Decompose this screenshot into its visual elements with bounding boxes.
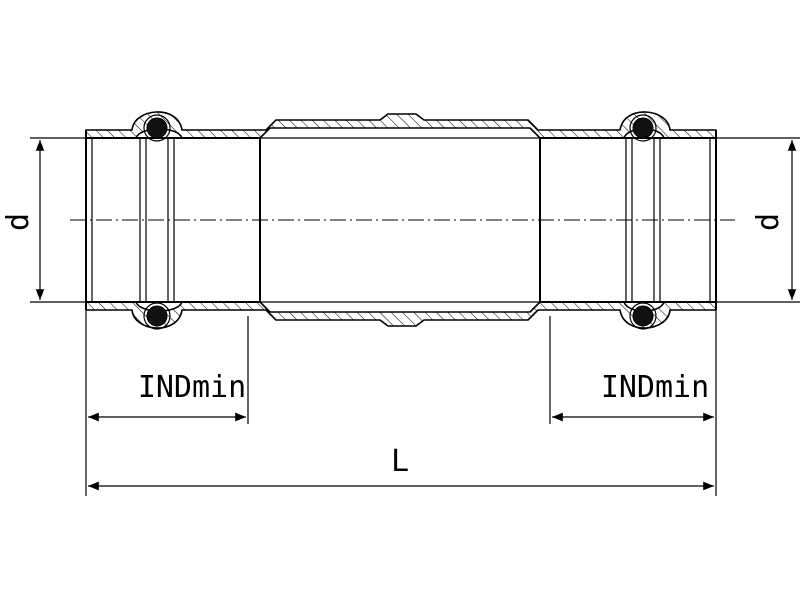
seal-bottom-left-core	[146, 305, 168, 327]
seal-bottom-right	[629, 302, 657, 330]
seal-bottom-right-core	[632, 305, 654, 327]
seal-bottom-left	[143, 302, 171, 330]
d-right-label: d	[751, 213, 786, 231]
length-label: L	[391, 444, 409, 479]
ind-left-label: INDmin	[138, 370, 246, 405]
d-left-label: d	[1, 213, 36, 231]
seal-top-right	[629, 114, 657, 142]
seal-top-left	[143, 114, 171, 142]
seal-top-left-core	[146, 117, 168, 139]
bottom-wall-section	[85, 301, 717, 329]
ind-right-label: INDmin	[601, 370, 709, 405]
top-wall-section	[85, 111, 717, 139]
seal-top-right-core	[632, 117, 654, 139]
